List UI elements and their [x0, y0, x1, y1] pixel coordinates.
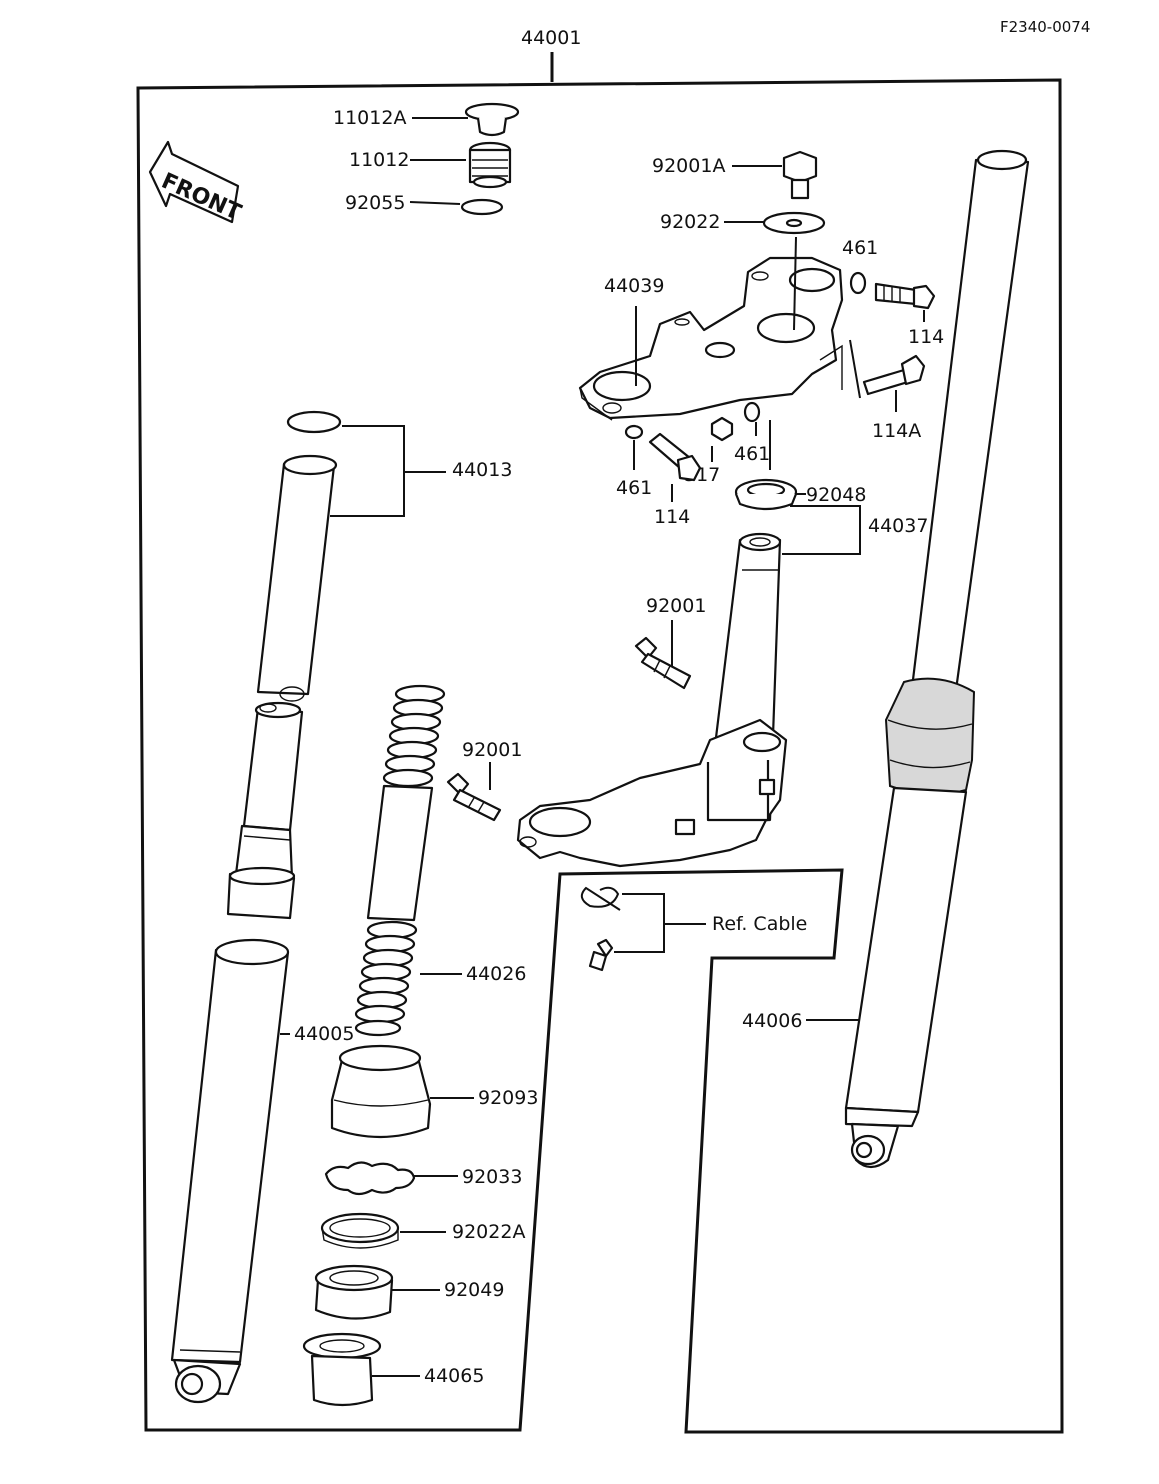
cap-11012A — [464, 102, 520, 137]
oring-92055 — [460, 198, 504, 216]
oil-seal-92049 — [314, 1264, 394, 1320]
bolt-114A — [862, 354, 926, 396]
leader-44013 — [330, 425, 446, 517]
label-11012: 11012 — [349, 149, 409, 171]
assembly-frame — [136, 52, 1064, 1434]
label-44026: 44026 — [466, 963, 526, 985]
front-arrow: FRONT — [148, 140, 245, 226]
leader-92055 — [409, 201, 461, 205]
label-92001-lower: 92001 — [462, 739, 522, 761]
label-ref-cable: Ref. Cable — [712, 913, 807, 935]
leader-114A — [849, 339, 897, 412]
label-114-upper: 114 — [908, 326, 944, 348]
assembly-label: 44001 — [521, 27, 581, 49]
upper-bracket-44039 — [578, 236, 844, 421]
bolt-114-upper — [874, 282, 936, 310]
label-92022: 92022 — [660, 211, 720, 233]
washer-92022A — [320, 1212, 400, 1249]
washer-461-right — [743, 401, 761, 423]
plug-11012 — [468, 141, 512, 189]
label-44013: 44013 — [452, 459, 512, 481]
label-11012A: 11012A — [333, 107, 406, 129]
lower-bracket-44037 — [516, 532, 788, 868]
circlip-44013 — [286, 410, 342, 434]
label-44006: 44006 — [742, 1010, 802, 1032]
cable-clip — [580, 886, 621, 972]
label-44037: 44037 — [868, 515, 928, 537]
label-92093: 92093 — [478, 1087, 538, 1109]
label-44065: 44065 — [424, 1365, 484, 1387]
label-92033: 92033 — [462, 1166, 522, 1188]
label-114-lower: 114 — [654, 506, 690, 528]
label-92001-upper: 92001 — [646, 595, 706, 617]
bolt-114-lower — [648, 432, 702, 482]
leader-ref-cable — [614, 893, 706, 953]
bolt-92001A — [782, 150, 818, 200]
label-114A: 114A — [872, 420, 921, 442]
diagram-code: F2340-0074 — [1000, 18, 1090, 36]
label-461-upper: 461 — [842, 237, 878, 259]
label-92055: 92055 — [345, 192, 405, 214]
label-92001A: 92001A — [652, 155, 725, 177]
washer-92022 — [762, 211, 826, 235]
seal-92048 — [734, 478, 798, 511]
clip-92033 — [324, 1161, 416, 1196]
bushing-44065 — [302, 1332, 382, 1407]
spring-44026 — [354, 684, 446, 1037]
fork-leg-44006 — [844, 149, 1030, 1169]
leader-44037 — [769, 420, 861, 555]
washer-461-upper — [849, 271, 867, 295]
label-92022A: 92022A — [452, 1221, 525, 1243]
label-44005: 44005 — [294, 1023, 354, 1045]
bolt-92001-lower — [446, 772, 502, 822]
damper-rod — [226, 701, 304, 920]
outer-tube-44005 — [170, 938, 290, 1404]
dust-cover-92093 — [330, 1044, 432, 1139]
tube-44013 — [256, 454, 338, 702]
label-461-right: 461 — [734, 443, 770, 465]
nut-317 — [710, 416, 734, 442]
bolt-92001-upper — [634, 636, 692, 690]
label-92049: 92049 — [444, 1279, 504, 1301]
label-461-left: 461 — [616, 477, 652, 499]
label-44039: 44039 — [604, 275, 664, 297]
label-92048: 92048 — [806, 484, 866, 506]
washer-461-left — [624, 424, 644, 440]
